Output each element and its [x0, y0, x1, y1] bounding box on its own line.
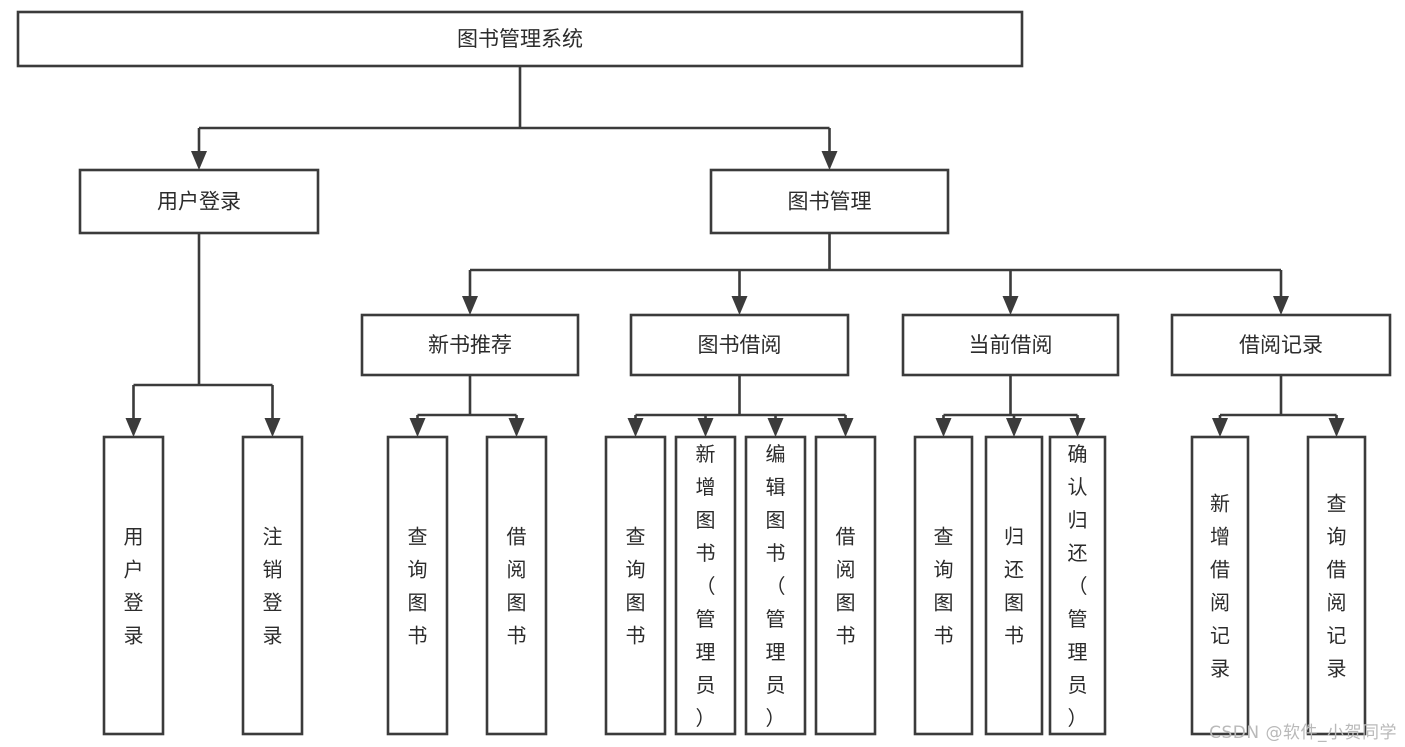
node-new-book-recommend[interactable]: 新书推荐: [360, 313, 580, 377]
to-leaves-current-borrow-arrow-0: [935, 418, 952, 437]
node-leaf-add-borrow-record[interactable]: 新增借阅记录: [1190, 435, 1250, 736]
node-leaf-query-book-rec[interactable]: 查询图书: [386, 435, 449, 736]
to-leaves-book-borrow-arrow-3: [837, 418, 854, 437]
node-leaf-query-book-current-label: 查询图书: [934, 525, 954, 648]
node-current-borrow-label: 当前借阅: [969, 333, 1053, 357]
connector-layer: [125, 66, 1345, 437]
to-leaves-new-book-recommend-arrow-1: [508, 418, 525, 437]
node-leaf-query-book-borrow[interactable]: 查询图书: [604, 435, 667, 736]
node-borrow-record-label: 借阅记录: [1239, 333, 1323, 357]
node-book-manage[interactable]: 图书管理: [709, 168, 950, 235]
node-current-borrow[interactable]: 当前借阅: [901, 313, 1120, 377]
node-user-login-label: 用户登录: [157, 190, 241, 214]
node-book-manage-label: 图书管理: [788, 190, 872, 214]
node-root-book-management-system-label: 图书管理系统: [457, 27, 583, 51]
node-leaf-query-borrow-record-label: 查询借阅记录: [1327, 492, 1347, 681]
csdn-watermark: CSDN @软件_小贺同学: [1209, 723, 1397, 743]
node-leaf-return-book[interactable]: 归还图书: [984, 435, 1044, 736]
node-leaf-edit-book-admin[interactable]: 编辑图书（管理员）: [744, 435, 807, 736]
leaf-node-layer: 用户登录 注销登录 查询图书 借阅图书 查询图书 新增图书（管理员） 编辑图书（管理员） 借阅…: [102, 435, 1367, 736]
node-leaf-borrow-book-label: 借阅图书: [836, 525, 856, 648]
node-new-book-recommend-label: 新书推荐: [428, 333, 512, 357]
node-leaf-query-book-current[interactable]: 查询图书: [913, 435, 974, 736]
level3-node-layer: 新书推荐 图书借阅 当前借阅 借阅记录: [360, 313, 1392, 377]
node-borrow-record[interactable]: 借阅记录: [1170, 313, 1392, 377]
to-leaves-book-borrow-arrow-2: [767, 418, 784, 437]
l2-to-l3-arrow-1: [731, 296, 748, 315]
to-leaves-borrow-record-arrow-0: [1212, 418, 1228, 437]
node-leaf-query-book-borrow-label: 查询图书: [626, 525, 646, 648]
node-leaf-query-borrow-record[interactable]: 查询借阅记录: [1306, 435, 1367, 736]
node-leaf-user-login-label: 用户登录: [124, 525, 144, 648]
node-root-book-management-system[interactable]: 图书管理系统: [16, 10, 1024, 68]
root-to-l2-arrow-0: [191, 151, 207, 170]
node-leaf-add-book-admin[interactable]: 新增图书（管理员）: [674, 435, 737, 736]
to-leaves-borrow-record-arrow-1: [1328, 418, 1345, 437]
node-book-borrow-label: 图书借阅: [698, 333, 782, 357]
to-leaves-user-login-arrow-0: [125, 418, 142, 437]
node-leaf-return-book-label: 归还图书: [1004, 525, 1024, 648]
root-node-layer: 图书管理系统: [16, 10, 1024, 68]
node-leaf-borrow-book[interactable]: 借阅图书: [814, 435, 877, 736]
to-leaves-book-borrow-arrow-1: [697, 418, 714, 437]
node-leaf-logout-login[interactable]: 注销登录: [241, 435, 304, 736]
node-leaf-user-login[interactable]: 用户登录: [102, 435, 165, 736]
node-leaf-borrow-book-rec[interactable]: 借阅图书: [485, 435, 548, 736]
node-leaf-edit-book-admin-label: 编辑图书（管理员）: [766, 442, 786, 730]
node-leaf-confirm-return-label: 确认归还（管理员）: [1068, 442, 1088, 730]
root-to-l2-arrow-1: [821, 151, 838, 170]
to-leaves-new-book-recommend-arrow-0: [409, 418, 426, 437]
node-leaf-query-book-rec-label: 查询图书: [408, 525, 428, 648]
to-leaves-user-login-arrow-1: [264, 418, 281, 437]
l2-to-l3-arrow-0: [462, 296, 478, 315]
node-leaf-confirm-return[interactable]: 确认归还（管理员）: [1048, 435, 1107, 736]
to-leaves-current-borrow-arrow-1: [1006, 418, 1022, 437]
node-leaf-borrow-book-rec-label: 借阅图书: [507, 525, 527, 648]
node-leaf-add-borrow-record-label: 新增借阅记录: [1210, 492, 1230, 681]
node-leaf-logout-login-label: 注销登录: [263, 525, 283, 648]
to-leaves-current-borrow-arrow-2: [1069, 418, 1086, 437]
node-user-login[interactable]: 用户登录: [78, 168, 320, 235]
to-leaves-book-borrow-arrow-0: [627, 418, 644, 437]
level2-node-layer: 用户登录 图书管理: [78, 168, 950, 235]
node-book-borrow[interactable]: 图书借阅: [629, 313, 850, 377]
l2-to-l3-arrow-2: [1002, 296, 1019, 315]
node-leaf-add-book-admin-label: 新增图书（管理员）: [696, 442, 716, 730]
l2-to-l3-arrow-3: [1273, 296, 1289, 315]
